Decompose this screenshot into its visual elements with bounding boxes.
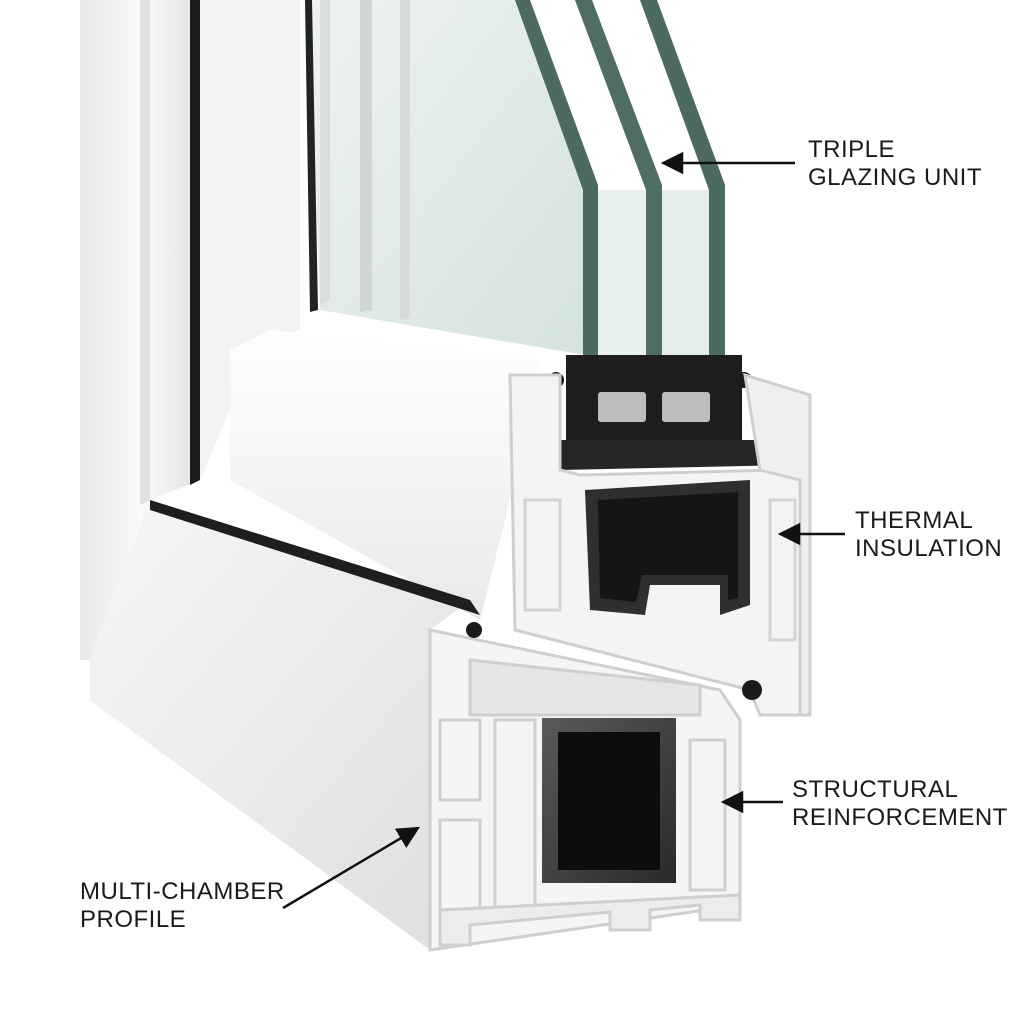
label-line: GLAZING UNIT <box>808 164 983 191</box>
glass-pane-view <box>305 0 585 355</box>
label-line: REINFORCEMENT <box>792 804 1008 831</box>
label-line: PROFILE <box>80 906 187 933</box>
label-line: STRUCTURAL <box>792 776 959 803</box>
label-line: THERMAL <box>855 507 974 534</box>
label-thermal-insulation: THERMAL INSULATION <box>855 507 1002 563</box>
label-structural-reinforcement: STRUCTURAL REINFORCEMENT <box>792 776 1008 832</box>
outer-frame <box>80 0 300 660</box>
label-multi-chamber-profile: MULTI-CHAMBER PROFILE <box>80 878 285 934</box>
spacers-and-gaskets <box>548 355 790 470</box>
callout-arrows <box>282 151 845 910</box>
label-line: TRIPLE <box>808 136 896 163</box>
label-line: MULTI-CHAMBER <box>80 878 285 905</box>
label-triple-glazing-unit: TRIPLE GLAZING UNIT <box>808 136 982 192</box>
label-line: INSULATION <box>855 535 1003 562</box>
frame-profile <box>90 500 762 952</box>
chamber-arrow <box>282 826 420 910</box>
sash-profile <box>230 330 812 717</box>
